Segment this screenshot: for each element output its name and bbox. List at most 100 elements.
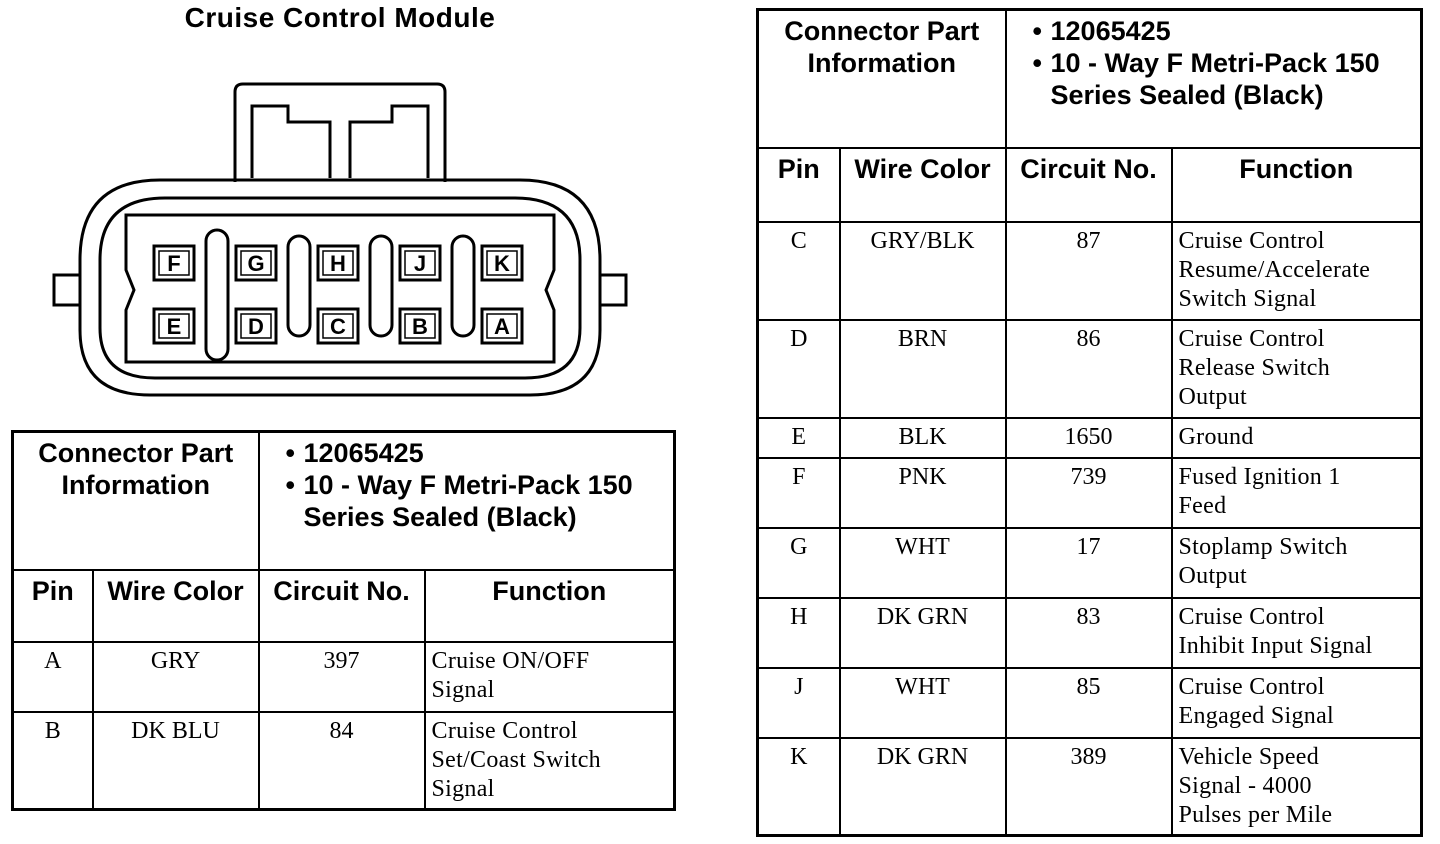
wire-color-cell: WHT	[838, 666, 1007, 739]
function-line: Signal	[431, 775, 495, 802]
pin-box-h	[316, 244, 360, 282]
function-line: Fused Ignition 1	[1178, 463, 1341, 490]
function-line: Pulses per Mile	[1178, 801, 1333, 828]
col-header-circuit: Circuit No.	[1004, 146, 1173, 223]
wire-color-cell: GRY	[91, 640, 260, 713]
connector-rib	[450, 234, 476, 338]
col-header-wire-color: Wire Color	[91, 568, 260, 643]
function-line: Ground	[1178, 423, 1254, 450]
function-line: Signal	[431, 676, 495, 703]
connector-part-number: 12065425	[286, 437, 668, 469]
connector-table-right: Connector Part Information 12065425 10 -…	[756, 8, 1424, 837]
pin-box-inner-e	[158, 313, 190, 339]
circuit-cell: 389	[1004, 736, 1173, 837]
col-header-pin: Pin	[11, 568, 94, 643]
col-header-function: Function	[423, 568, 676, 643]
pin-label-k: K	[494, 251, 510, 276]
circuit-cell: 85	[1004, 666, 1173, 739]
pin-box-b	[398, 307, 442, 345]
pin-box-inner-j	[404, 250, 436, 276]
pin-label-e: E	[167, 314, 182, 339]
connector-rib	[204, 228, 230, 362]
pin-label-a: A	[494, 314, 510, 339]
pin-cell: B	[11, 710, 94, 811]
circuit-cell: 87	[1004, 220, 1173, 321]
circuit-cell: 17	[1004, 526, 1173, 599]
circuit-cell: 739	[1004, 456, 1173, 529]
pin-box-g	[234, 244, 278, 282]
col-header-pin: Pin	[756, 146, 841, 223]
connector-cavity-frame	[124, 213, 556, 364]
function-line: Set/Coast Switch	[431, 746, 601, 773]
function-line: Signal - 4000	[1178, 772, 1312, 799]
pin-label-h: H	[330, 251, 346, 276]
circuit-cell: 83	[1004, 596, 1173, 669]
pin-box-a	[480, 307, 524, 345]
connector-info-label: Connector Part Information	[11, 430, 260, 571]
pin-cell: G	[756, 526, 841, 599]
pin-label-c: C	[330, 314, 346, 339]
wire-color-cell: DK GRN	[838, 596, 1007, 669]
pin-box-inner-d	[240, 313, 272, 339]
pin-box-c	[316, 307, 360, 345]
pin-box-k	[480, 244, 524, 282]
wire-color-cell: GRY/BLK	[838, 220, 1007, 321]
pin-box-inner-b	[404, 313, 436, 339]
wire-color-cell: PNK	[838, 456, 1007, 529]
connector-info-list: 12065425 10 - Way F Metri-Pack 150 Serie…	[266, 437, 668, 533]
pin-box-e	[152, 307, 196, 345]
wire-color-cell: BLK	[838, 416, 1007, 459]
connector-part-number: 12065425	[1033, 15, 1415, 47]
function-line: Switch Signal	[1178, 285, 1317, 312]
function-line: Cruise Control	[1178, 227, 1325, 254]
connector-info-list: 12065425 10 - Way F Metri-Pack 150 Serie…	[1013, 15, 1415, 111]
connector-table-left: Connector Part Information 12065425 10 -…	[11, 430, 677, 811]
circuit-cell: 86	[1004, 318, 1173, 419]
pin-cell: C	[756, 220, 841, 321]
pin-box-inner-h	[322, 250, 354, 276]
pin-label-f: F	[167, 251, 180, 276]
col-header-function: Function	[1170, 146, 1423, 223]
circuit-cell: 84	[257, 710, 426, 811]
pin-cell: F	[756, 456, 841, 529]
function-line: Feed	[1178, 492, 1227, 519]
function-line: Vehicle Speed	[1178, 743, 1320, 770]
pin-cell: H	[756, 596, 841, 669]
function-line: Cruise Control	[1178, 603, 1325, 630]
pin-box-j	[398, 244, 442, 282]
connector-part-description: 10 - Way F Metri-Pack 150 Series Sealed …	[1033, 47, 1415, 111]
pin-cell: K	[756, 736, 841, 837]
pin-box-inner-k	[486, 250, 518, 276]
pin-label-d: D	[248, 314, 264, 339]
col-header-wire-color: Wire Color	[838, 146, 1007, 223]
connector-rib	[368, 234, 394, 338]
pin-box-inner-f	[158, 250, 190, 276]
wire-color-cell: DK GRN	[838, 736, 1007, 837]
pin-box-inner-g	[240, 250, 272, 276]
connector-shell-outer	[78, 178, 602, 397]
wire-color-cell: WHT	[838, 526, 1007, 599]
function-line: Output	[1178, 562, 1247, 589]
pin-label-j: J	[414, 251, 426, 276]
pin-cell: D	[756, 318, 841, 419]
circuit-cell: 1650	[1004, 416, 1173, 459]
circuit-cell: 397	[257, 640, 426, 713]
